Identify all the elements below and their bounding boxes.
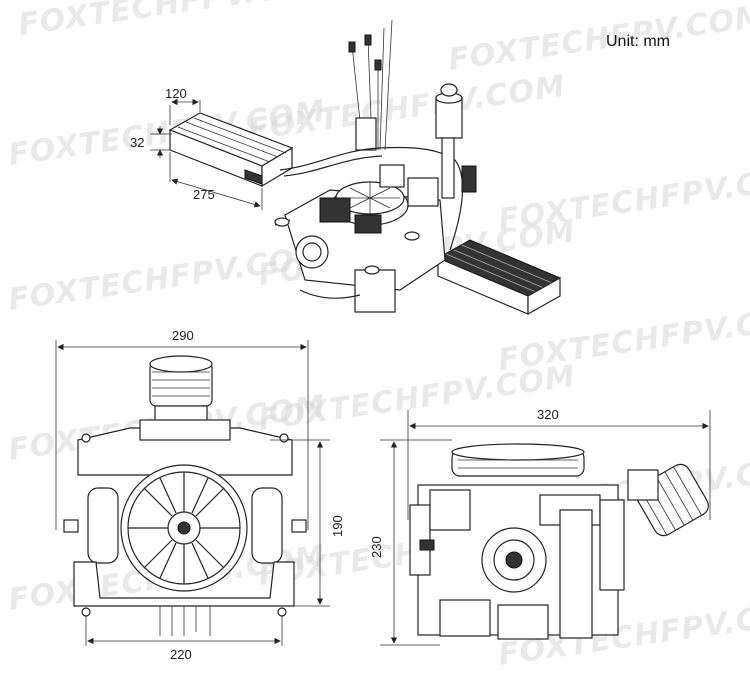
- front-view: [63, 355, 307, 636]
- front-view-dimensions: 290 190 220: [55, 328, 345, 662]
- isometric-view: [168, 19, 562, 316]
- dim-front-width: 290: [172, 328, 194, 343]
- side-view-dimensions: 320 230: [369, 407, 711, 646]
- dim-side-width: 320: [537, 407, 559, 422]
- isometric-dimensions: 120 32 275: [130, 86, 263, 210]
- right-radiator: [436, 239, 562, 316]
- left-radiator: [168, 112, 294, 188]
- dim-top-radiator-width: 120: [165, 86, 187, 101]
- dim-front-base-width: 220: [170, 647, 192, 662]
- watermark-text: FOXTECHFPV.COM: [246, 69, 568, 148]
- unit-label: Unit: mm: [606, 33, 670, 50]
- dim-top-radiator-length: 275: [193, 187, 215, 202]
- dim-front-height: 190: [330, 515, 345, 537]
- watermark-text: FOXTECHFPV.COM: [446, 0, 750, 78]
- side-view: [409, 443, 709, 640]
- watermark-text: FOXTECHFPV.COM: [16, 0, 338, 43]
- dim-top-radiator-height: 32: [130, 135, 144, 150]
- dim-side-height: 230: [369, 536, 384, 558]
